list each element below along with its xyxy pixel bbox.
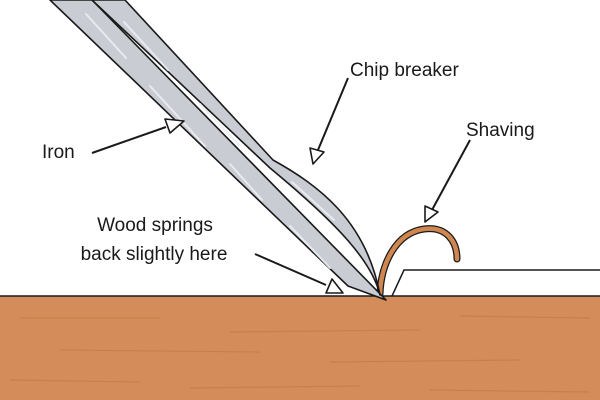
- label-chip-breaker: Chip breaker: [350, 60, 459, 81]
- wood-springs-arrow: [254, 253, 344, 294]
- label-wood-springs-line2: back slightly here: [81, 244, 228, 265]
- shaving: [376, 225, 461, 298]
- chip-breaker: [91, 0, 381, 296]
- shaving-arrow: [424, 139, 471, 223]
- label-wood-springs-line1: Wood springs: [97, 215, 213, 236]
- label-iron: Iron: [42, 142, 75, 163]
- wood-grain: [9, 315, 591, 393]
- shaving-fill: [377, 226, 460, 297]
- uncut-wood-layer: [391, 269, 600, 297]
- plane-iron: [49, 0, 387, 301]
- iron-arrow: [91, 118, 185, 154]
- wood-body: [0, 296, 600, 400]
- label-shaving: Shaving: [466, 120, 535, 141]
- wood-board: [0, 295, 600, 400]
- chip-breaker-arrow: [309, 77, 349, 165]
